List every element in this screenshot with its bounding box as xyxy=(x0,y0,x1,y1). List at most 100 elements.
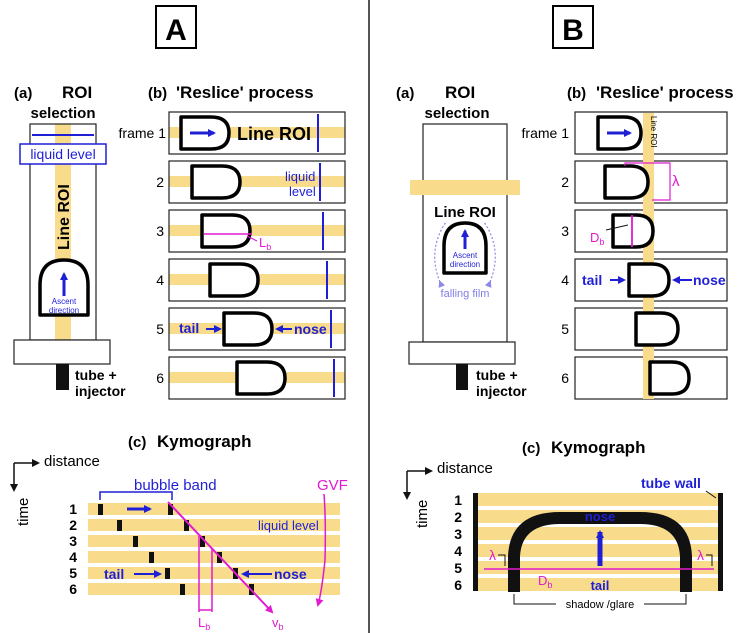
a-kymo-row-number: 6 xyxy=(69,581,77,597)
a-kymo-nose-mark xyxy=(184,520,189,531)
b-tube-label: tube + xyxy=(476,367,518,383)
b-frame-bubble xyxy=(603,164,650,200)
b-kymo-prefix: (c) xyxy=(522,440,540,457)
a-kymo-tail-mark xyxy=(117,520,122,531)
a-frame-label: 4 xyxy=(156,272,164,288)
a-injector xyxy=(56,364,69,390)
a-lb-label: Lb xyxy=(259,235,271,252)
a-kymo-vb-label: vb xyxy=(272,615,284,632)
a-frame-bubble xyxy=(235,360,287,396)
a-frame-band xyxy=(169,225,345,236)
a-frame-bubble xyxy=(190,164,242,200)
b-kymo-lambda-right: λ xyxy=(697,547,704,563)
a-kymo-row xyxy=(88,519,340,531)
a-roi-title: ROI xyxy=(62,83,92,102)
a-frame-tail-label: tail xyxy=(179,320,199,336)
a-gvf-curve xyxy=(315,493,327,607)
a-kymo-tail-label: tail xyxy=(104,566,124,582)
b-injector xyxy=(456,364,468,390)
a-roi-prefix: (a) xyxy=(14,85,32,102)
a-kymo-title: Kymograph xyxy=(157,432,251,451)
a-liquid-level-box xyxy=(19,143,107,165)
a-frame xyxy=(168,209,346,253)
b-kymo-title: Kymograph xyxy=(551,438,645,457)
b-lambda-label: λ xyxy=(672,173,680,190)
b-frame-bubble xyxy=(634,311,680,347)
b-kymo-nose-label: nose xyxy=(585,509,615,524)
a-injector-base xyxy=(13,339,111,365)
b-kymo-row-number: 5 xyxy=(454,560,462,576)
a-kymo-row xyxy=(88,503,340,515)
panel-a-letter-box xyxy=(155,5,197,49)
b-shadow-label: shadow /glare xyxy=(566,599,635,611)
b-kymo-lambda-bracket-left xyxy=(498,554,506,566)
b-lambda-bracket xyxy=(624,162,671,201)
a-kymo-row-number: 2 xyxy=(69,517,77,533)
b-kymo-row xyxy=(474,561,722,574)
a-frame-label: 2 xyxy=(156,174,164,190)
panel-b-letter: B xyxy=(562,14,584,47)
a-kymo-nose-label: nose xyxy=(274,566,307,582)
b-kymo-tube-wall-right xyxy=(718,493,723,591)
a-frame xyxy=(168,356,346,400)
a-frame-bubble xyxy=(200,213,252,249)
a-frame-nose-label: nose xyxy=(294,321,327,337)
b-roi-title: ROI xyxy=(445,83,475,102)
a-frame-liquid-level-2: level xyxy=(289,184,316,199)
a-kymo-row xyxy=(88,583,340,595)
b-kymo-db-label: Db xyxy=(538,573,552,590)
b-frame-label: 2 xyxy=(561,174,569,190)
b-kymo-row-number: 1 xyxy=(454,492,462,508)
b-falling-film-label: falling film xyxy=(441,288,490,300)
a-frame-label: 5 xyxy=(156,321,164,337)
a-distance-label: distance xyxy=(44,453,100,470)
panel-a-letter: A xyxy=(165,14,187,47)
a-tube-label: tube + xyxy=(75,367,117,383)
a-time-label: time xyxy=(15,498,32,526)
a-kymo-liquid-level: liquid level xyxy=(258,518,319,533)
a-kymo-row-number: 5 xyxy=(69,565,77,581)
b-ascent-label-2: direction xyxy=(450,260,480,269)
a-frame-band xyxy=(169,127,345,138)
b-falling-film-right xyxy=(483,221,496,288)
b-frame-label: 4 xyxy=(561,272,569,288)
b-line-roi-label: Line ROI xyxy=(434,204,496,221)
a-frame-band xyxy=(169,176,345,187)
panel-a: A (a) ROI selection liquid level Line RO… xyxy=(10,5,348,632)
a-roi-title-2: selection xyxy=(30,105,95,122)
panel-b-letter-box xyxy=(552,5,594,49)
b-time-label: time xyxy=(414,500,431,528)
a-line-roi-label: Line ROI xyxy=(56,184,73,250)
a-kymo-row xyxy=(88,551,340,563)
b-kymo-row-number: 4 xyxy=(454,543,462,559)
b-injector-base xyxy=(408,341,516,365)
b-tube-wall-pointer xyxy=(705,490,717,499)
a-velocity-line xyxy=(167,501,274,614)
b-tube-label-2: injector xyxy=(476,383,527,399)
a-kymo-tail-mark xyxy=(133,536,138,547)
a-frames xyxy=(168,111,346,400)
a-kymo-lb-label: Lb xyxy=(198,615,210,632)
b-kymo-tail-label: tail xyxy=(591,578,610,593)
b-kymo-row-number: 6 xyxy=(454,577,462,593)
a-reslice-title: 'Reslice' process xyxy=(176,83,314,102)
a-kymo-nose-mark xyxy=(200,536,205,547)
a-kymo-prefix: (c) xyxy=(128,434,146,451)
b-kymo-lambda-left: λ xyxy=(489,547,496,563)
a-kymo-row-number: 3 xyxy=(69,533,77,549)
b-frame-bubble xyxy=(648,360,691,396)
b-frame-label: 3 xyxy=(561,223,569,239)
a-kymo-tail-mark xyxy=(98,504,103,515)
a-tube-label-2: injector xyxy=(75,383,126,399)
a-ascent-label-2: direction xyxy=(49,306,79,315)
b-db-label: Db xyxy=(590,230,604,247)
a-frame-line-roi: Line ROI xyxy=(237,124,311,144)
b-roi-band xyxy=(410,180,520,195)
a-bubble-band-label: bubble band xyxy=(134,477,217,494)
a-frame xyxy=(168,258,346,302)
b-shadow-label-bg xyxy=(556,597,644,611)
a-lb-pointer xyxy=(246,235,258,242)
a-kymo-nose-mark xyxy=(168,504,173,515)
b-db-pointer xyxy=(605,224,629,231)
